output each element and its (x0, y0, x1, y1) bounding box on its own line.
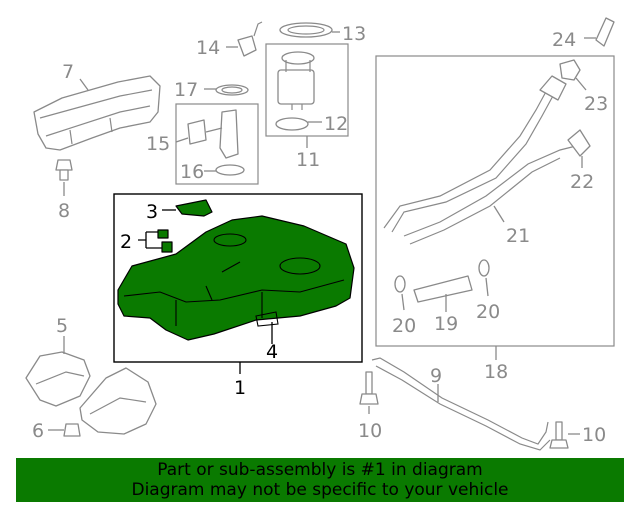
callout-20b: 20 (476, 301, 500, 323)
callout-3: 3 (146, 201, 158, 223)
callout-14: 14 (196, 37, 220, 59)
callout-4: 4 (266, 341, 278, 363)
callout-21: 21 (506, 225, 530, 247)
part-13-lock-ring (279, 22, 333, 38)
box-18 (375, 55, 615, 347)
fuel-tank (117, 215, 355, 341)
banner-line-2: Diagram may not be specific to your vehi… (131, 480, 509, 500)
callout-16: 16 (180, 161, 204, 183)
callout-23: 23 (584, 93, 608, 115)
callout-5: 5 (56, 315, 68, 337)
callout-13: 13 (342, 23, 366, 45)
leader-20b (485, 277, 489, 297)
banner-line-1: Part or sub-assembly is #1 in diagram (157, 460, 483, 480)
callout-10b: 10 (582, 424, 606, 446)
callout-10a: 10 (358, 420, 382, 442)
part-2-clip-upper (157, 229, 169, 239)
disclaimer-banner: Part or sub-assembly is #1 in diagram Di… (16, 458, 624, 502)
callout-22: 22 (570, 171, 594, 193)
callout-7: 7 (62, 61, 74, 83)
part-20-clamp-right (478, 259, 490, 277)
part-17-ring (215, 84, 249, 96)
callout-19: 19 (434, 313, 458, 335)
leader-21 (493, 205, 505, 223)
box-15 (175, 103, 259, 185)
callout-1: 1 (234, 377, 246, 399)
leader-23 (575, 77, 587, 91)
part-16-gasket (215, 164, 245, 176)
callout-11: 11 (296, 149, 320, 171)
part-11-fuel-pump (277, 51, 315, 110)
part-21-filler-pipe (383, 75, 577, 245)
part-9-tank-strap (371, 357, 551, 451)
part-6-nut (63, 423, 81, 437)
callout-18: 18 (484, 361, 508, 383)
callout-12: 12 (324, 113, 348, 135)
callout-20a: 20 (392, 315, 416, 337)
part-23-cap (559, 59, 581, 81)
callout-17: 17 (174, 79, 198, 101)
leader-7 (79, 78, 89, 91)
leader-2 (138, 231, 162, 249)
part-8-nut (55, 159, 73, 181)
leader-15 (175, 137, 189, 143)
callout-15: 15 (146, 133, 170, 155)
callout-9: 9 (430, 365, 442, 387)
callout-2: 2 (120, 231, 132, 253)
box-1 (113, 193, 363, 363)
part-22-bracket (567, 129, 591, 157)
part-15-sender-unit (187, 109, 239, 159)
part-10-bolt-right (549, 421, 569, 449)
part-7-heat-shield (33, 75, 161, 151)
part-14-sensor-bracket (237, 21, 263, 57)
part-24-tether (595, 17, 615, 47)
callout-8: 8 (58, 200, 70, 222)
part-19-hose (413, 275, 473, 303)
part-20-clamp-left (394, 275, 406, 293)
part-2-clip-lower (161, 241, 173, 253)
part-10-bolt-left (359, 371, 379, 405)
leader-20a (401, 293, 405, 311)
callout-24: 24 (552, 29, 576, 51)
part-12-seal (275, 117, 309, 131)
callout-6: 6 (32, 420, 44, 442)
part-5-shields (25, 351, 157, 435)
part-3-strap (175, 199, 213, 217)
